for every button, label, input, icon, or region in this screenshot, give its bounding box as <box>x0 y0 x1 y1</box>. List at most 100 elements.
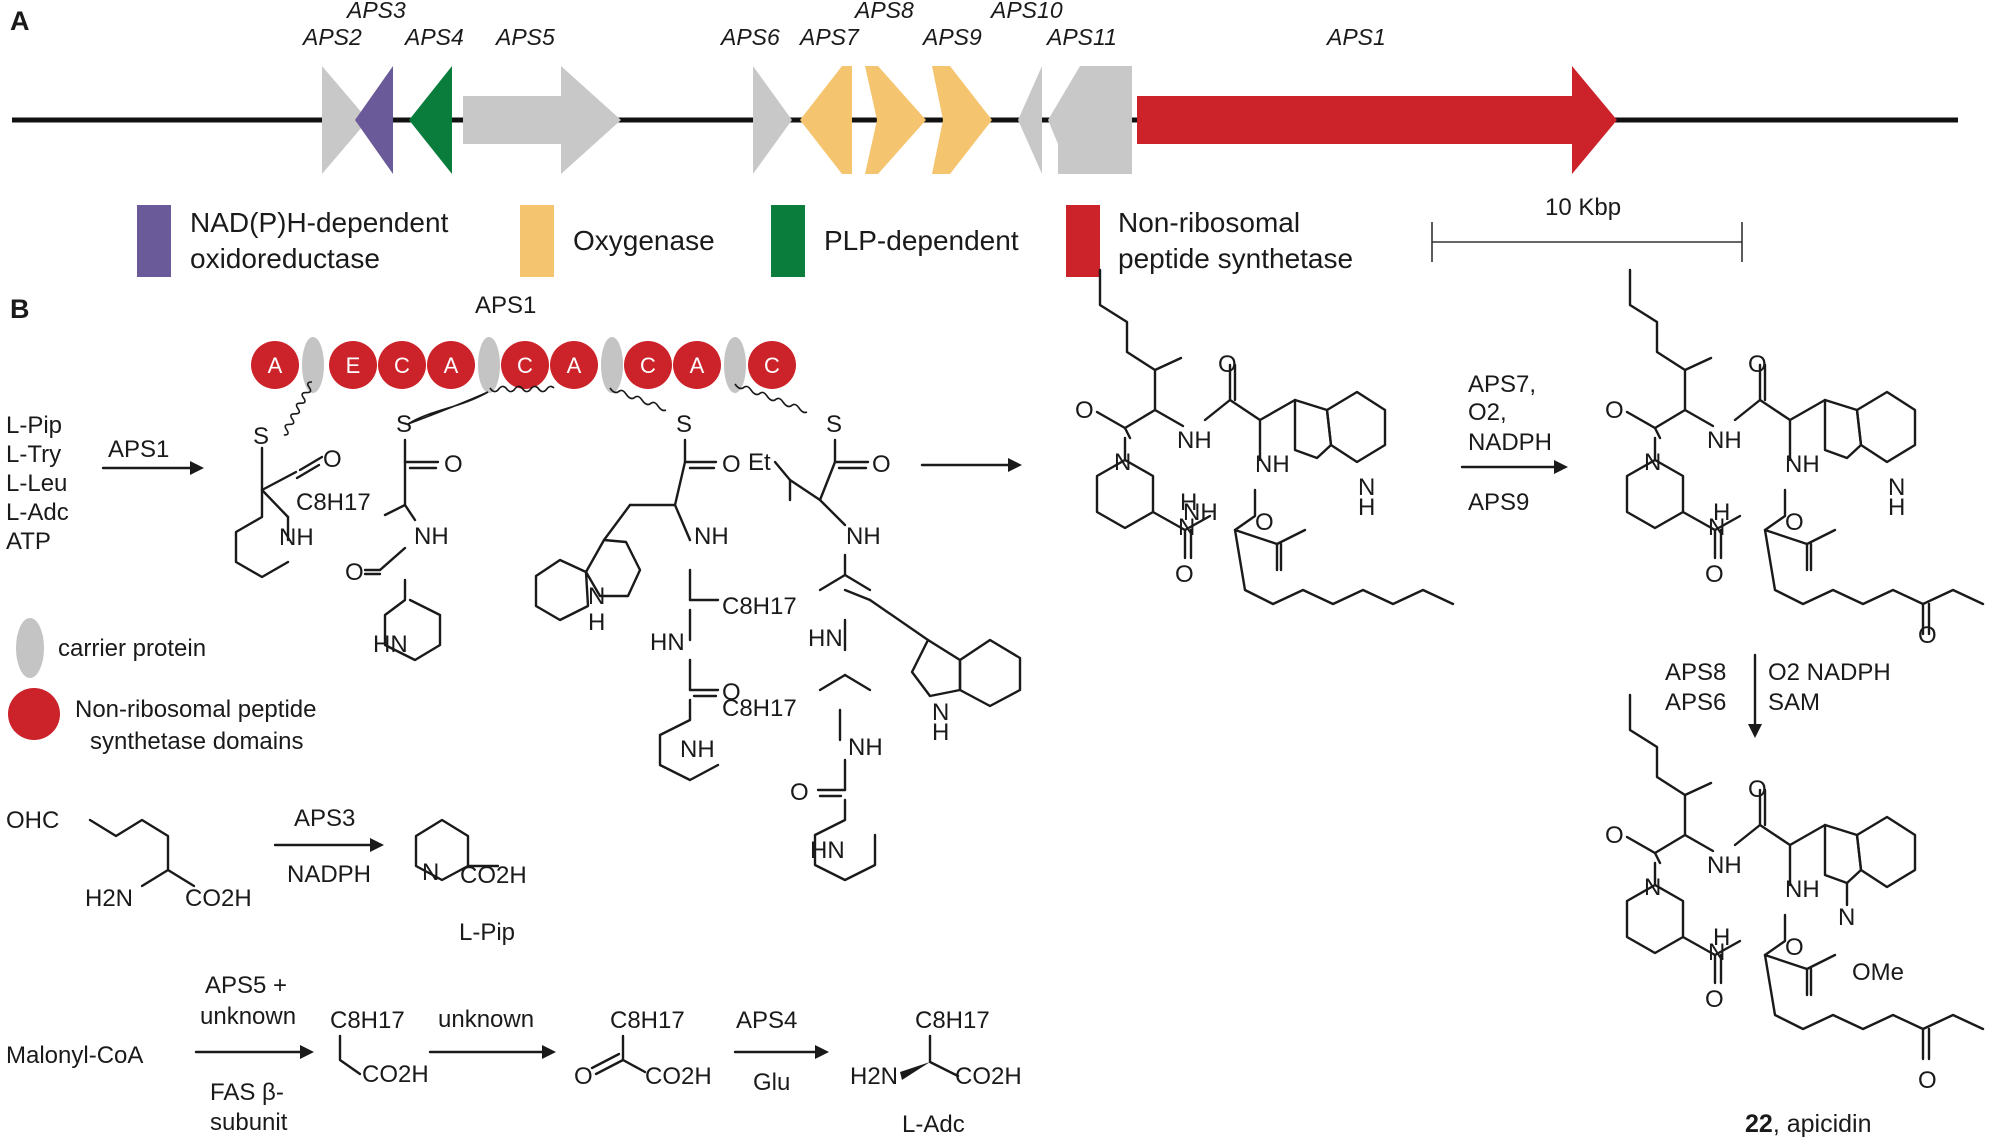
atom-n-c3: N <box>1644 874 1661 901</box>
cyclic-peptide-apicidin <box>1625 693 1985 1061</box>
arrow-label-aps1: APS1 <box>108 436 169 463</box>
legend-swatch-orange <box>520 205 554 277</box>
atom-o-keto: O <box>574 1063 593 1090</box>
nrps-domain-label-5: C <box>517 353 533 378</box>
arrow-label-aps3: APS3 <box>294 805 355 832</box>
compound-name: , apicidin <box>1773 1110 1872 1138</box>
tethered-intermediate-4 <box>773 438 1022 882</box>
tethered-intermediate-1 <box>234 446 324 579</box>
atom-s-2: S <box>396 411 412 438</box>
atom-h-c3: H <box>1713 924 1730 951</box>
oxidation-label-3: NADPH <box>1468 429 1552 456</box>
atom-n-4: N <box>932 699 949 726</box>
atom-co2h-adc: CO2H <box>955 1063 1022 1090</box>
nrps-domain-label-7: C <box>640 353 656 378</box>
arrow-pip-head <box>370 838 384 852</box>
atom-s-4: S <box>826 411 842 438</box>
nrps-domain-4 <box>427 341 475 389</box>
nrps-domain-1 <box>251 341 299 389</box>
carrier-protein-1 <box>302 337 324 393</box>
chain-c8h17-acid: C8H17 <box>330 1007 405 1034</box>
atom-o-c1c: O <box>1255 509 1274 536</box>
chain-c8h17-adc: C8H17 <box>915 1007 990 1034</box>
atom-nh-3: NH <box>694 523 729 550</box>
arrow-methylation <box>1748 653 1762 738</box>
key-carrier-swatch <box>16 618 44 678</box>
arrow-step3 <box>733 1045 829 1059</box>
atom-s-1: S <box>253 423 269 450</box>
atom-n-c1: N <box>1114 449 1131 476</box>
atom-co2h-lpip: CO2H <box>460 862 527 889</box>
methylation-right-2: SAM <box>1768 689 1820 716</box>
carrier-protein-3 <box>601 337 623 393</box>
oxidation-label-4: APS9 <box>1468 489 1529 516</box>
atom-o-c3c: O <box>1785 934 1804 961</box>
atom-o-2: O <box>444 451 463 478</box>
gene-arrow-aps3 <box>355 66 393 174</box>
step1-bottom-2: subunit <box>210 1109 288 1136</box>
atom-n-lpip: N <box>422 859 439 886</box>
oxidation-label-2: O2, <box>1468 399 1507 426</box>
arrow-oxidation <box>1460 460 1568 474</box>
atom-nh-c2c: H <box>1713 499 1730 526</box>
cyclic-peptide-1 <box>1095 268 1455 606</box>
nrps-domain-label-1: A <box>268 353 283 378</box>
scale-bar <box>1431 222 1743 262</box>
panel-label-b: B <box>10 294 30 324</box>
gene-label-aps5: APS5 <box>494 24 555 50</box>
atom-hn-4b: HN <box>810 837 845 864</box>
atom-hn-4: HN <box>808 625 843 652</box>
nrps-domain-8 <box>673 341 721 389</box>
atom-n-c1b: N <box>1178 514 1195 541</box>
gene-arrow-aps8 <box>865 66 926 174</box>
tethers <box>283 381 808 436</box>
atom-hn-2: HN <box>373 631 408 658</box>
atom-nh-3b: NH <box>680 736 715 763</box>
legend-swatch-purple <box>137 205 171 277</box>
arrow-substrates <box>101 461 204 475</box>
adc-bonds <box>928 1034 960 1078</box>
atom-o-3: O <box>722 451 741 478</box>
pip-pathway-structures <box>88 818 500 888</box>
gene-arrow-aps7 <box>800 66 852 174</box>
atom-nh-c1a: NH <box>1177 427 1212 454</box>
legend-swatch-green <box>771 205 805 277</box>
gene-cluster <box>322 66 1617 174</box>
atom-nh-c3a: NH <box>1707 852 1742 879</box>
legend-text-red-2: peptide synthetase <box>1118 243 1353 274</box>
key-domain-text-1: Non-ribosomal peptide <box>75 696 316 723</box>
atom-o-c2d: O <box>1705 561 1724 588</box>
atom-nh-4: NH <box>846 523 881 550</box>
keto-bonds <box>621 1034 647 1074</box>
atom-co2h-keto: CO2H <box>645 1063 712 1090</box>
compound-number: 22 <box>1745 1110 1773 1138</box>
legend-swatch-red <box>1066 205 1100 277</box>
atom-o-c3d: O <box>1705 986 1724 1013</box>
group-et: Et <box>748 449 771 476</box>
key-domain-swatch <box>8 688 60 740</box>
atom-n-c3b: N <box>1708 939 1725 966</box>
atom-h2n-adc: H2N <box>850 1063 898 1090</box>
atom-nh-c1d: N <box>1358 474 1375 501</box>
gene-label-aps9: APS9 <box>921 24 982 50</box>
atom-o-c2e: O <box>1918 622 1937 649</box>
acid-bonds <box>338 1034 362 1076</box>
atom-h-4: H <box>932 719 949 746</box>
key-domain-text-2: synthetase domains <box>90 728 303 755</box>
atom-n-c3d: N <box>1838 904 1855 931</box>
gene-label-aps8: APS8 <box>853 0 914 23</box>
panel-label-a: A <box>10 6 30 36</box>
atom-h-c1: H <box>1180 489 1197 516</box>
step1-top-2: unknown <box>200 1003 296 1030</box>
substrate-5: ATP <box>6 528 51 555</box>
arrow-step2 <box>428 1045 556 1059</box>
atom-o-c3e: O <box>1918 1067 1937 1094</box>
atom-co2h-acid: CO2H <box>362 1061 429 1088</box>
carrier-protein-4 <box>724 337 746 393</box>
substrate-4: L-Adc <box>6 499 69 526</box>
atom-nh-c3b: NH <box>1785 876 1820 903</box>
gene-label-aps1: APS1 <box>1325 24 1386 50</box>
atom-nh-c1c: NH <box>1183 499 1218 526</box>
step2-top: unknown <box>438 1006 534 1033</box>
